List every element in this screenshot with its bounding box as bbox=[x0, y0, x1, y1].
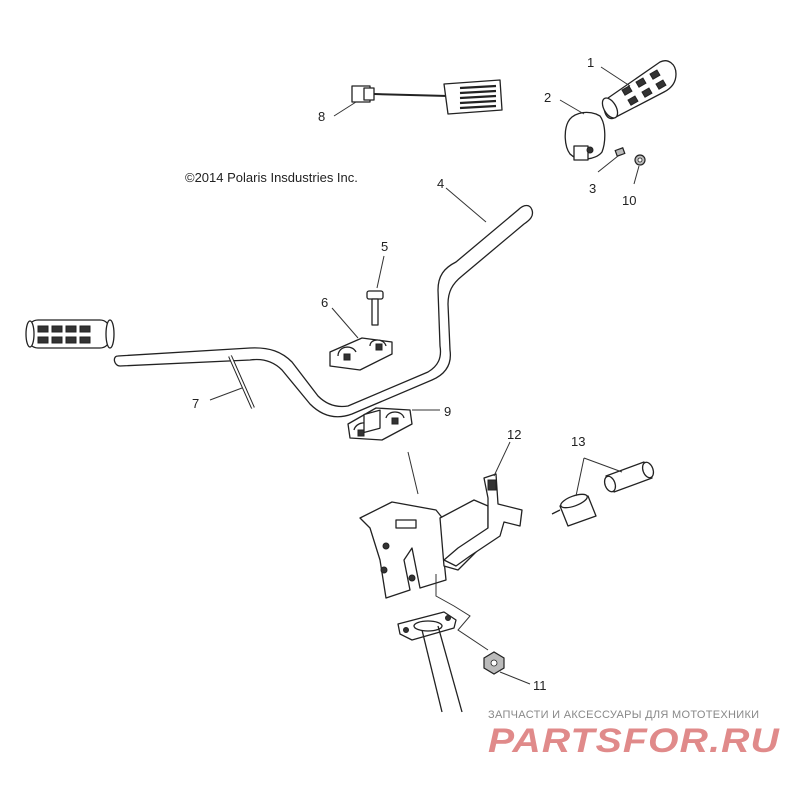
leader-line-1 bbox=[600, 66, 631, 87]
callout-6: 6 bbox=[321, 295, 328, 310]
leader-line-8 bbox=[333, 101, 357, 117]
leader-line-11 bbox=[499, 671, 531, 685]
bolt-part-5 bbox=[366, 290, 384, 326]
watermark-tagline: ЗАПЧАСТИ И АКСЕССУАРЫ ДЛЯ МОТОТЕХНИКИ bbox=[488, 709, 759, 721]
callout-7: 7 bbox=[192, 396, 199, 411]
nut-part-11 bbox=[483, 651, 505, 675]
callout-10: 10 bbox=[622, 193, 636, 208]
assembly-guide-line-2 bbox=[435, 574, 489, 651]
leader-line-6 bbox=[331, 307, 359, 339]
leader-line-5 bbox=[376, 255, 385, 289]
watermark-brand: PARTSFOR.RU bbox=[488, 722, 781, 760]
callout-1: 1 bbox=[587, 55, 594, 70]
nut-part-10 bbox=[634, 154, 646, 166]
sleeve-part-13a bbox=[551, 493, 597, 527]
callout-11: 11 bbox=[533, 678, 547, 693]
left-grip-part bbox=[25, 319, 115, 349]
right-grip-part-1 bbox=[601, 60, 677, 120]
callout-2: 2 bbox=[544, 90, 551, 105]
bracket-arm-part-12 bbox=[443, 473, 523, 567]
leader-line-7 bbox=[209, 387, 243, 401]
assembly-guide-line bbox=[407, 451, 419, 495]
callout-12: 12 bbox=[507, 427, 521, 442]
screw-part-3 bbox=[614, 147, 626, 157]
steering-column bbox=[397, 611, 463, 713]
callout-5: 5 bbox=[381, 239, 388, 254]
handlebar-part bbox=[113, 204, 534, 418]
heater-element-part-8 bbox=[351, 79, 503, 115]
leader-line-4 bbox=[445, 187, 487, 223]
leader-line-2 bbox=[559, 99, 585, 115]
callout-9: 9 bbox=[444, 404, 451, 419]
leader-line-13b bbox=[583, 457, 623, 473]
rod-part-7 bbox=[228, 355, 255, 409]
sleeve-part-13b bbox=[603, 461, 655, 493]
leader-line-13a bbox=[575, 457, 585, 497]
leader-line-10 bbox=[633, 165, 640, 185]
callout-8: 8 bbox=[318, 109, 325, 124]
copyright-text: ©2014 Polaris Insdustries Inc. bbox=[185, 170, 358, 185]
callout-13: 13 bbox=[571, 434, 585, 449]
callout-3: 3 bbox=[589, 181, 596, 196]
callout-4: 4 bbox=[437, 176, 444, 191]
leader-line-12 bbox=[493, 441, 511, 477]
throttle-housing-part-2 bbox=[564, 111, 606, 161]
leader-line-3 bbox=[597, 155, 619, 173]
upper-clamp-part-6 bbox=[329, 337, 393, 371]
